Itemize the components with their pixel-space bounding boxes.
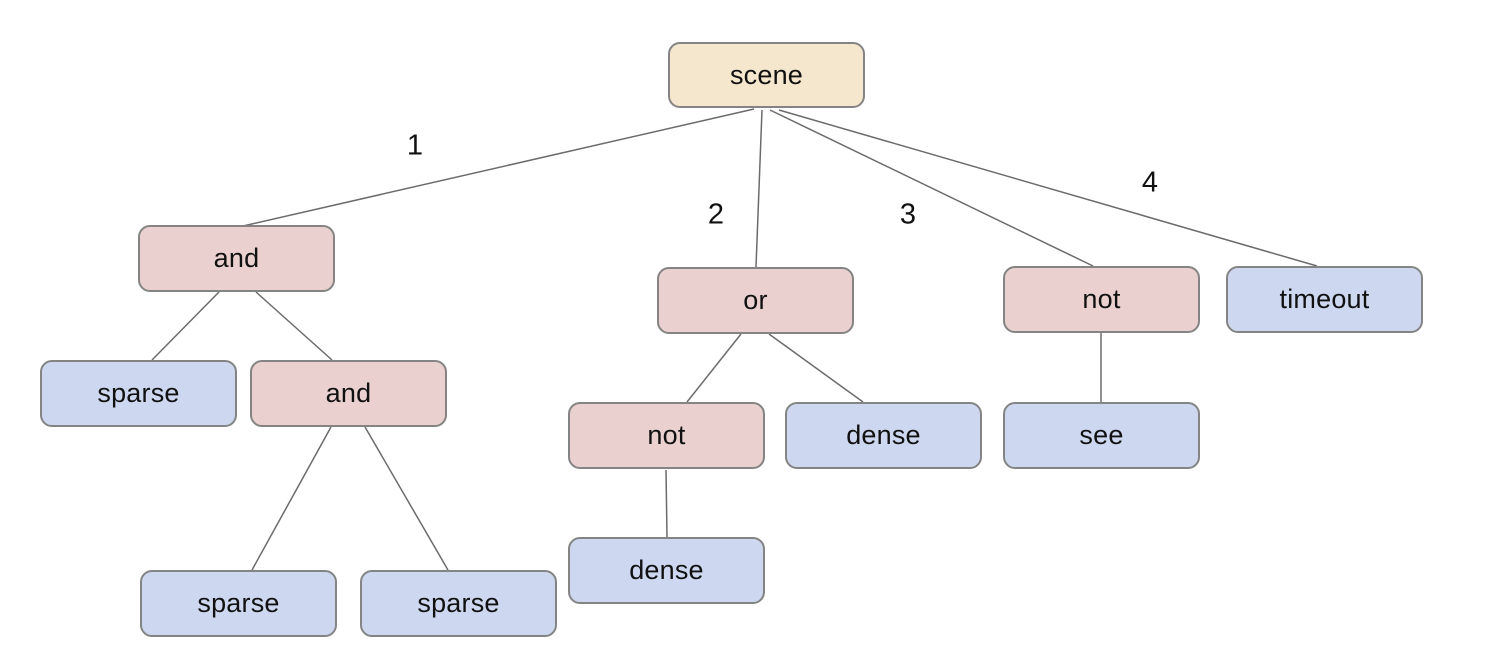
edge-label-1: 1 xyxy=(406,129,424,162)
node-or: or xyxy=(657,267,854,334)
edge-and2-sparse3 xyxy=(364,426,449,571)
node-and-2: and xyxy=(250,360,447,427)
node-sparse-3: sparse xyxy=(360,570,557,637)
node-not-2: not xyxy=(568,402,765,469)
edge-scene-or1 xyxy=(755,109,763,268)
edge-label-4: 4 xyxy=(1141,166,1159,199)
edge-scene-not1 xyxy=(769,109,1094,267)
node-not-1: not xyxy=(1003,266,1200,333)
node-sparse-2: sparse xyxy=(140,570,337,637)
node-sparse-1: sparse xyxy=(40,360,237,427)
node-timeout: timeout xyxy=(1226,266,1423,333)
edge-label-2: 2 xyxy=(707,198,725,231)
edge-and1-and2 xyxy=(255,291,333,361)
node-dense-1: dense xyxy=(785,402,982,469)
node-see: see xyxy=(1003,402,1200,469)
edge-and1-sparse1 xyxy=(151,291,220,361)
edge-or1-not2 xyxy=(686,333,742,403)
node-scene: scene xyxy=(668,42,865,108)
edge-scene-timeout xyxy=(778,109,1318,267)
edge-label-3: 3 xyxy=(899,198,917,231)
edge-or1-dense1 xyxy=(768,333,864,403)
node-and-1: and xyxy=(138,225,335,292)
edge-scene-and1 xyxy=(242,108,755,227)
node-dense-2: dense xyxy=(568,537,765,604)
edge-and2-sparse2 xyxy=(251,426,332,571)
edge-not2-dense2 xyxy=(665,469,668,538)
